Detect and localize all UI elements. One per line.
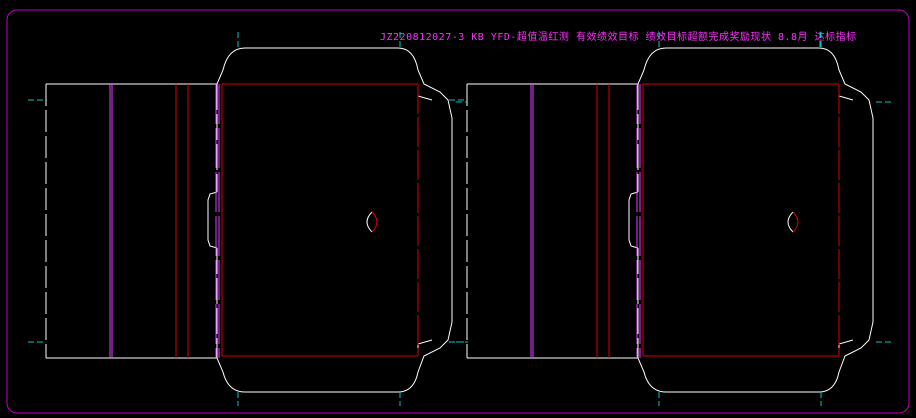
outer-cut-line	[46, 47, 453, 393]
outer-cut-line	[467, 47, 874, 393]
thumb-notch	[366, 211, 373, 233]
thumb-notch	[787, 211, 794, 233]
tuck-slot	[628, 191, 639, 249]
thumb-notch-crease	[371, 211, 378, 233]
dieline-left	[28, 32, 453, 406]
drawing-title: JZ220812027-3 KB YFD-超值温红测 有效绩效目标 绩效目标超额…	[380, 32, 857, 43]
drawing-border	[6, 9, 910, 414]
tuck-slot	[207, 191, 218, 249]
thumb-notch-crease	[792, 211, 799, 233]
dieline-right	[449, 32, 892, 406]
